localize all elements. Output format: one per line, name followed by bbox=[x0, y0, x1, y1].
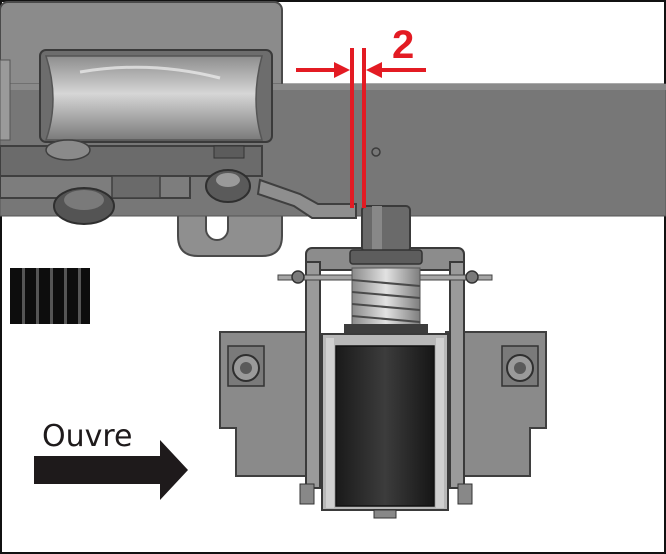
guide-wheel bbox=[39, 49, 273, 143]
rail-hole bbox=[371, 147, 381, 157]
direction-label: Ouvre bbox=[42, 419, 133, 454]
gap-dimension bbox=[296, 48, 426, 208]
return-spring bbox=[344, 267, 428, 334]
rail-top-edge bbox=[0, 84, 666, 90]
solenoid-coil bbox=[299, 333, 473, 519]
open-direction-arrow bbox=[34, 440, 188, 500]
gap-value-label: 2 bbox=[392, 23, 414, 67]
left-edge-part bbox=[0, 59, 11, 141]
solenoid-mount-plate bbox=[219, 331, 547, 477]
plunger bbox=[349, 205, 423, 265]
latch-lever bbox=[256, 178, 357, 219]
axle-assembly bbox=[0, 139, 263, 225]
gear-rack bbox=[10, 268, 90, 324]
